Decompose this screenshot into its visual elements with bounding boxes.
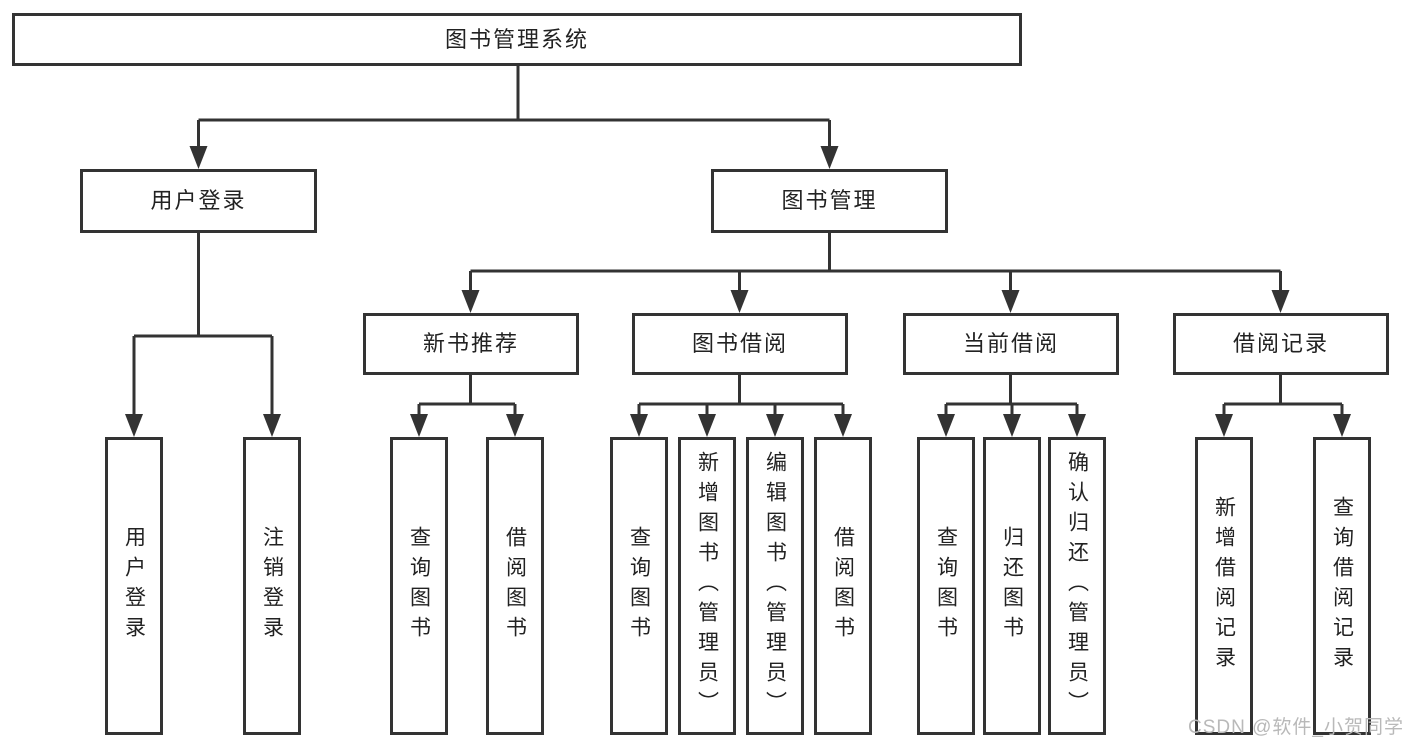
- node-current-borrowing: 当前借阅: [903, 313, 1119, 375]
- node-root: 图书管理系统: [12, 13, 1022, 66]
- leaf-query-books-recommend: 查询图书: [390, 437, 448, 735]
- node-user-login: 用户登录: [80, 169, 317, 233]
- node-book-borrowing: 图书借阅: [632, 313, 848, 375]
- leaf-logout: 注销登录: [243, 437, 301, 735]
- leaf-confirm-return-admin: 确认归还（管理员）: [1048, 437, 1106, 735]
- leaf-add-book-admin: 新增图书（管理员）: [678, 437, 736, 735]
- leaf-query-borrow-record: 查询借阅记录: [1313, 437, 1371, 735]
- node-borrowing-records: 借阅记录: [1173, 313, 1389, 375]
- leaf-return-books: 归还图书: [983, 437, 1041, 735]
- leaf-edit-book-admin: 编辑图书（管理员）: [746, 437, 804, 735]
- node-new-book-recommendation: 新书推荐: [363, 313, 579, 375]
- leaf-borrow-books-recommend: 借阅图书: [486, 437, 544, 735]
- watermark: CSDN @软件_小贺同学: [1188, 717, 1404, 738]
- node-book-management: 图书管理: [711, 169, 948, 233]
- leaf-query-books-current: 查询图书: [917, 437, 975, 735]
- leaf-query-books-borrowing: 查询图书: [610, 437, 668, 735]
- leaf-borrow-books-borrowing: 借阅图书: [814, 437, 872, 735]
- leaf-user-login: 用户登录: [105, 437, 163, 735]
- leaf-add-borrow-record: 新增借阅记录: [1195, 437, 1253, 735]
